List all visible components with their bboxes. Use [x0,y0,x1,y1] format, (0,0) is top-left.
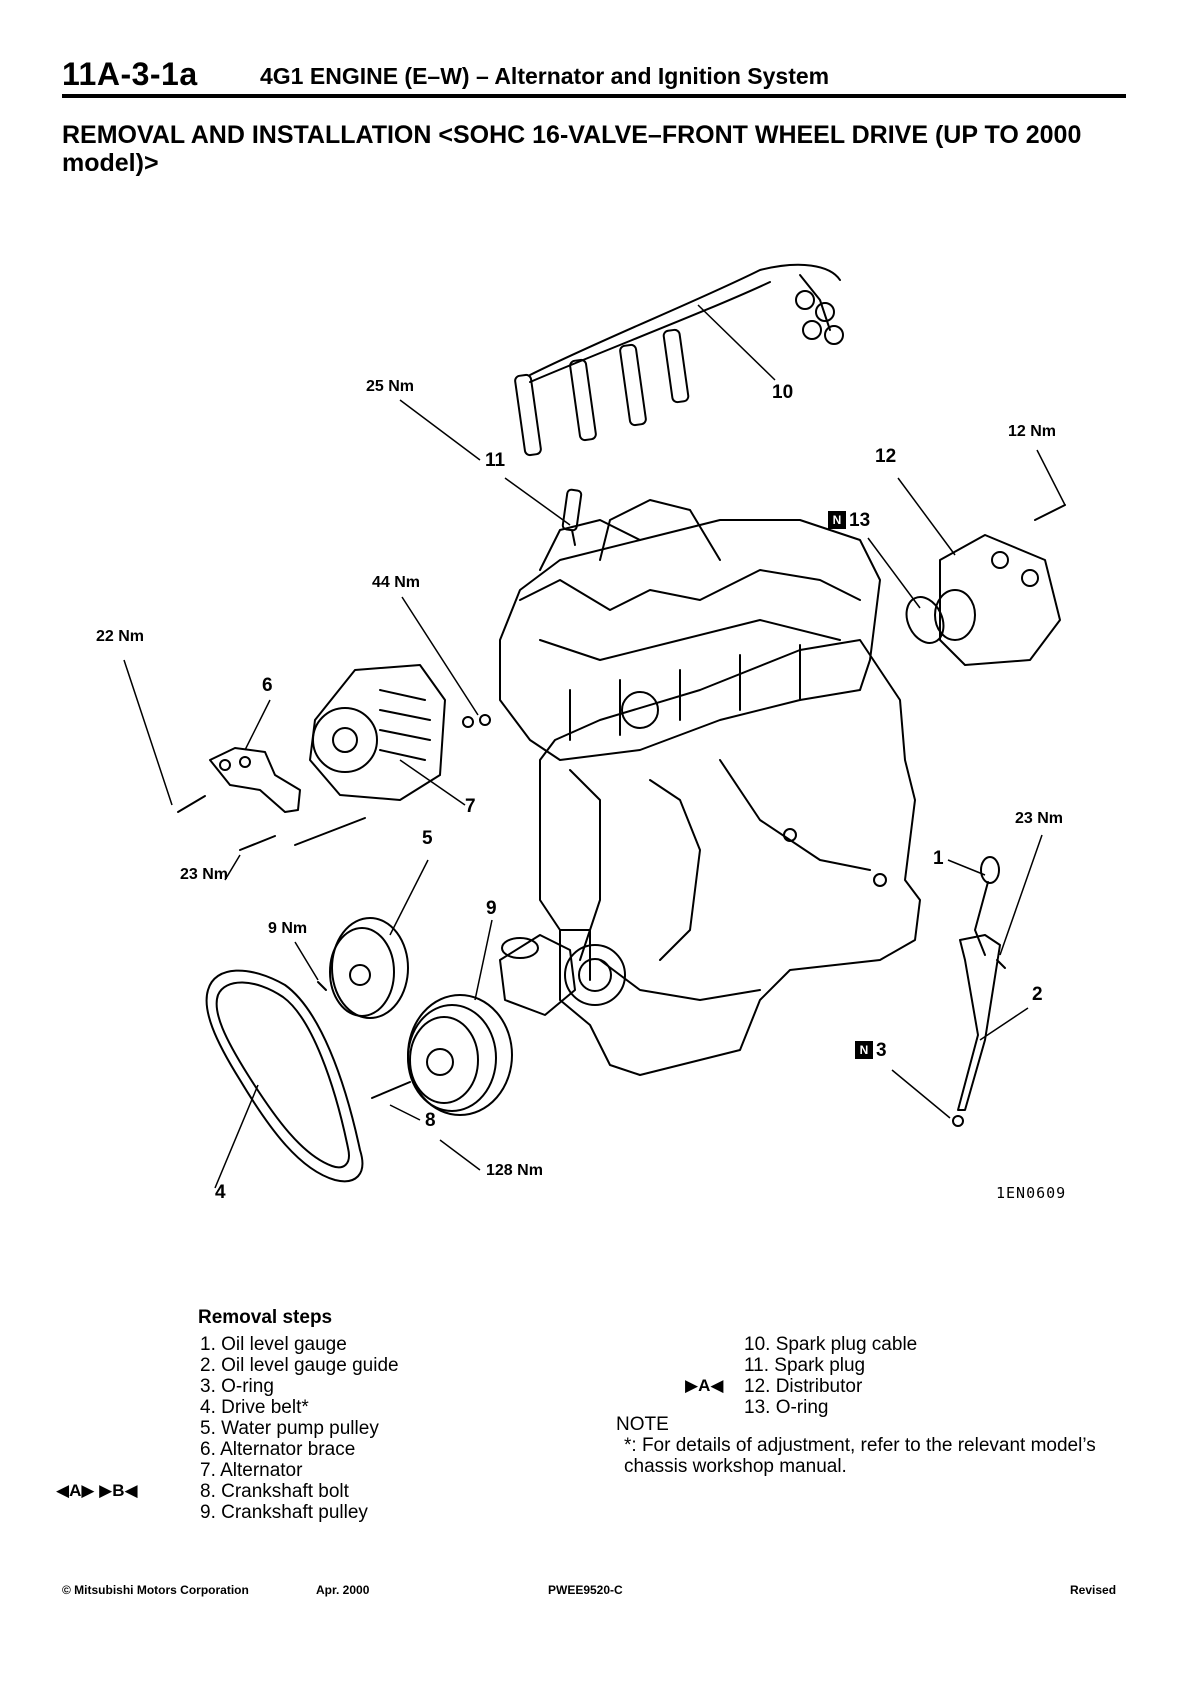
torque-label-44nm: 44 Nm [372,574,421,591]
spark-plug [561,488,583,546]
distributor-o-ring [905,596,945,644]
torque-label-12nm: 12 Nm [1008,423,1057,440]
engine-block [499,499,921,1076]
list-item: 4. Drive belt* [200,1397,309,1418]
callout-1: 1 [933,848,944,869]
footer-copyright: © Mitsubishi Motors Corporation [62,1583,249,1597]
list-item: 1. Oil level gauge [200,1334,347,1355]
leader-lines [123,304,1066,1189]
list-item: 6. Alternator brace [200,1439,356,1460]
gauge-guide-bolt [996,959,1006,969]
list-item: 13. O-ring [744,1397,829,1418]
page-title: REMOVAL AND INSTALLATION <SOHC 16-VALVE–… [62,121,1082,177]
callout-10: 10 [772,382,794,403]
callout-9: 9 [486,898,497,919]
oil-level-gauge [974,856,1000,956]
list-item: 3. O-ring [200,1376,274,1397]
distributor-bolt [1034,504,1066,521]
alternator-through-bolt [294,817,366,846]
torque-label-22nm: 22 Nm [96,628,145,645]
section-number: 11A-3-1a [62,56,198,92]
list-item: 12. Distributor [744,1376,863,1397]
callout-11: 11 [485,450,506,471]
list-item: 5. Water pump pulley [200,1418,379,1439]
brace-bolt-22nm [177,795,206,813]
callout-5: 5 [422,828,433,849]
list-item: 10. Spark plug cable [744,1334,918,1355]
footer-status: Revised [1070,1583,1117,1597]
figure-code: 1EN0609 [996,1184,1067,1202]
torque-label-23nm-right: 23 Nm [1015,810,1064,827]
new-part-icon: N [855,1041,873,1059]
callout-12: 12 [875,446,897,467]
crankshaft-pulley [407,994,513,1116]
callout-7: 7 [465,796,476,817]
service-point-mark-step12: ▶A◀ [685,1376,724,1395]
alternator-nut [462,716,474,728]
list-item: 11. Spark plug [744,1355,866,1376]
gauge-guide-o-ring [952,1115,964,1127]
spark-plug-cables [514,263,844,457]
list-item: 2. Oil level gauge guide [200,1355,399,1376]
callout-8: 8 [425,1110,436,1131]
engine-crank-pulley [564,944,626,1006]
water-pump-pulley [329,917,409,1019]
footer-doc-number: PWEE9520-C [548,1583,623,1597]
callout-2: 2 [1032,984,1043,1005]
removal-steps-left: 1. Oil level gauge 2. Oil level gauge gu… [200,1334,399,1523]
list-item: 9. Crankshaft pulley [200,1502,368,1523]
list-item: 7. Alternator [200,1460,303,1481]
exploded-view-diagram [123,263,1066,1189]
callout-6: 6 [262,675,273,696]
drive-belt [205,969,364,1183]
brace-bolt-23nm [239,835,276,851]
water-pump-pulley-bolt [317,981,327,991]
torque-label-23nm-left: 23 Nm [180,866,229,883]
alternator [309,664,446,801]
header-title: 4G1 ENGINE (E–W) – Alternator and Igniti… [260,63,830,89]
service-point-marks-step8: ◀A▶ ▶B◀ [56,1481,138,1500]
crankshaft-bolt [371,1081,411,1099]
alternator-brace [209,747,301,813]
note-label: NOTE [616,1414,669,1435]
removal-steps-right: 10. Spark plug cable 11. Spark plug 12. … [744,1334,917,1418]
torque-label-9nm: 9 Nm [268,920,308,937]
footer-date: Apr. 2000 [316,1583,370,1597]
removal-steps-title: Removal steps [198,1307,333,1328]
torque-label-128nm: 128 Nm [486,1162,543,1179]
distributor [934,534,1061,666]
oil-filter [499,934,576,1016]
note-text: *: For details of adjustment, refer to t… [624,1435,1096,1477]
list-item: 8. Crankshaft bolt [200,1481,349,1502]
header-rule [62,94,1126,98]
callout-4: 4 [215,1182,226,1203]
torque-label-25nm: 25 Nm [366,378,415,395]
new-part-icon: N [828,511,846,529]
oil-level-gauge-guide [957,934,1001,1111]
